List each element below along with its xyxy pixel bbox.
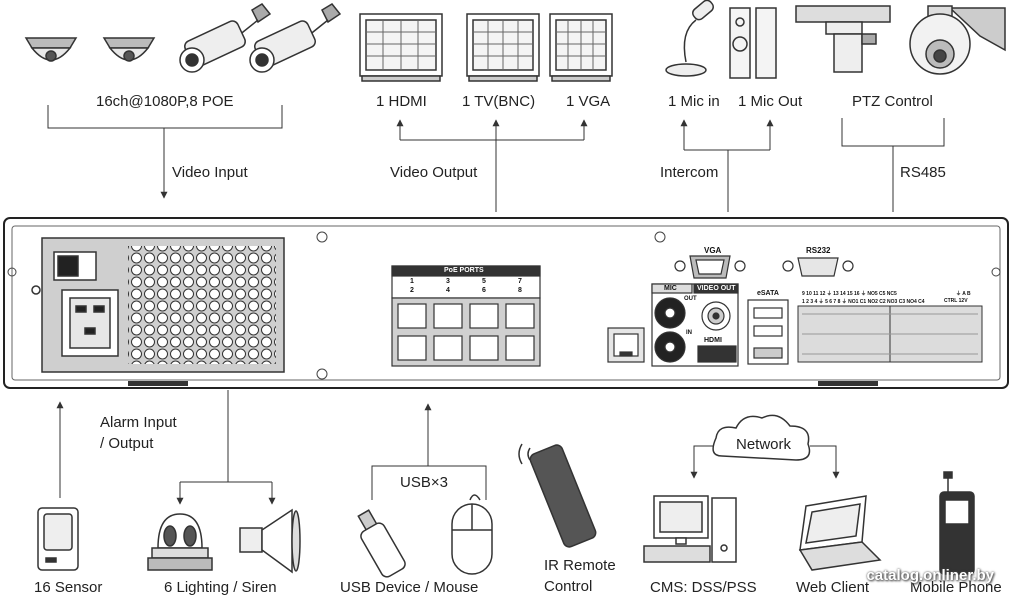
poe-ports-block	[391, 265, 541, 367]
lan-port	[607, 327, 645, 363]
poe-num-5: 5	[482, 278, 486, 285]
bottom-connectors	[56, 390, 840, 505]
remote-control-icon	[518, 443, 597, 548]
audio-video-block	[651, 283, 739, 367]
web-client-label: Web Client	[796, 579, 870, 596]
bullet-camera-icon	[179, 3, 272, 73]
siren-icon	[239, 508, 301, 574]
panel-vga-label: VGA	[704, 246, 722, 255]
usb-devices-label: USB Device / Mouse	[340, 579, 479, 596]
vga-port	[674, 255, 746, 279]
alarm-row1-label: 9 10 11 12 ⏚ 13 14 15 16 ⏚ NO5 C5 NC5	[802, 291, 897, 297]
ctrl-label: CTRL 12V	[944, 298, 968, 304]
mouse-icon	[451, 494, 493, 575]
bullet-camera-icon	[249, 3, 342, 73]
alarm-terminal-block	[797, 305, 983, 363]
microphone-icon	[665, 0, 714, 77]
alarm-io-label-2: / Output	[100, 435, 154, 452]
network-label: Network	[736, 436, 792, 453]
panel-mic-label: MIC	[664, 285, 677, 292]
rs232-port	[782, 257, 854, 277]
cms-label: CMS: DSS/PSS	[650, 579, 757, 596]
panel-in-label: IN	[686, 330, 692, 336]
mic-out-label: 1 Mic Out	[738, 93, 803, 110]
tv-monitor-icon	[466, 13, 540, 82]
intercom-label: Intercom	[660, 164, 719, 181]
panel-esata-label: eSATA	[757, 290, 779, 297]
dome-camera-icon	[102, 37, 156, 62]
top-connectors	[47, 105, 945, 212]
mobile-phone-icon	[939, 471, 975, 575]
panel-hdmi-label: HDMI	[704, 337, 722, 344]
rs485-label: RS485	[900, 164, 946, 181]
alarm-row2-label: 1 2 3 4 ⏚ 5 6 7 8 ⏚ NO1 C1 NO2 C2 NO3 C3…	[802, 299, 925, 305]
alarm-io-label-1: Alarm Input	[100, 414, 177, 431]
ptz-label: PTZ Control	[852, 93, 933, 110]
warning-light-icon	[147, 513, 213, 571]
poe-num-6: 6	[482, 287, 486, 294]
sensor-label: 16 Sensor	[34, 579, 103, 596]
network-cloud-icon	[712, 414, 811, 461]
hdmi-label: 1 HDMI	[376, 93, 427, 110]
lighting-label: 6 Lighting / Siren	[164, 579, 277, 596]
vga-monitor-icon	[549, 13, 613, 82]
panel-out-label: OUT	[684, 296, 697, 302]
watermark: catalog.onliner.by	[866, 567, 994, 584]
laptop-icon	[798, 495, 882, 571]
cameras-label: 16ch@1080P,8 POE	[96, 93, 234, 110]
poe-num-7: 7	[518, 278, 522, 285]
poe-num-8: 8	[518, 287, 522, 294]
vga-label: 1 VGA	[566, 93, 611, 110]
ir-label-2: Control	[544, 578, 593, 595]
usb-esata-block	[747, 299, 789, 365]
mobile-phone-label: Mobile Phone	[910, 579, 1002, 596]
hdmi-monitor-icon	[359, 13, 443, 82]
power-module	[31, 237, 285, 373]
poe-num-4: 4	[446, 287, 450, 294]
mic-in-label: 1 Mic in	[668, 93, 720, 110]
panel-rs232-label: RS232	[806, 246, 831, 255]
speed-dome-icon	[909, 5, 1006, 75]
ir-label-1: IR Remote	[544, 557, 616, 574]
poe-num-1: 1	[410, 278, 414, 285]
usb-count-label: USB×3	[400, 474, 448, 491]
usb-stick-icon	[357, 509, 406, 578]
ptz-camera-icon	[795, 5, 891, 73]
poe-num-2: 2	[410, 287, 414, 294]
speaker-icon	[729, 7, 777, 79]
sensor-icon	[37, 507, 79, 571]
video-output-label: Video Output	[390, 164, 478, 181]
desktop-pc-icon	[643, 495, 737, 563]
video-input-label: Video Input	[172, 164, 248, 181]
dome-camera-icon	[24, 37, 78, 62]
poe-num-3: 3	[446, 278, 450, 285]
tv-label: 1 TV(BNC)	[462, 93, 536, 110]
alarm-ab-label: ⏚ A B	[956, 291, 971, 297]
panel-video-out-label: VIDEO OUT	[697, 285, 736, 292]
poe-title: PoE PORTS	[444, 267, 484, 274]
